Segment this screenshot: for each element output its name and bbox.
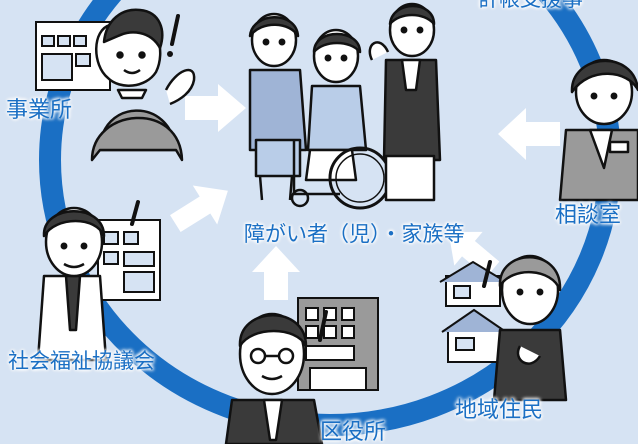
arrow-icon <box>170 185 228 233</box>
jigyosho-label: 事業所 <box>6 98 73 123</box>
center-label: 障がい者（児）・家族等 <box>244 222 465 246</box>
building-icon <box>97 219 161 301</box>
arrow-icon <box>448 231 500 277</box>
council-man-figure <box>36 206 108 362</box>
sodanshitsu-label: 相談室 <box>555 203 622 228</box>
resident-woman-figure <box>492 254 568 402</box>
exclamation-mark-icon <box>130 200 140 226</box>
staff-woman-figure <box>90 8 196 162</box>
arrow-icon <box>252 246 300 300</box>
building-icon <box>297 297 379 391</box>
exclamation-mark-icon <box>482 260 492 288</box>
top-right-partial-label: 計帳支援事 <box>478 0 583 12</box>
house-icon <box>439 260 507 363</box>
exclamation-mark-icon <box>167 51 173 57</box>
exclamation-mark-icon <box>318 310 328 342</box>
family-group <box>248 2 442 210</box>
elder-man-figure <box>224 312 324 444</box>
arrow-icon <box>498 108 560 160</box>
counselor-figure <box>558 58 638 202</box>
chiiki-jumin-label: 地域住民 <box>455 398 544 423</box>
exclamation-mark-icon <box>170 14 180 46</box>
shakai-fukushi-label: 社会福祉協議会 <box>8 349 155 373</box>
kuyakusho-label: 区役所 <box>320 420 387 444</box>
arrow-icon <box>185 84 246 132</box>
